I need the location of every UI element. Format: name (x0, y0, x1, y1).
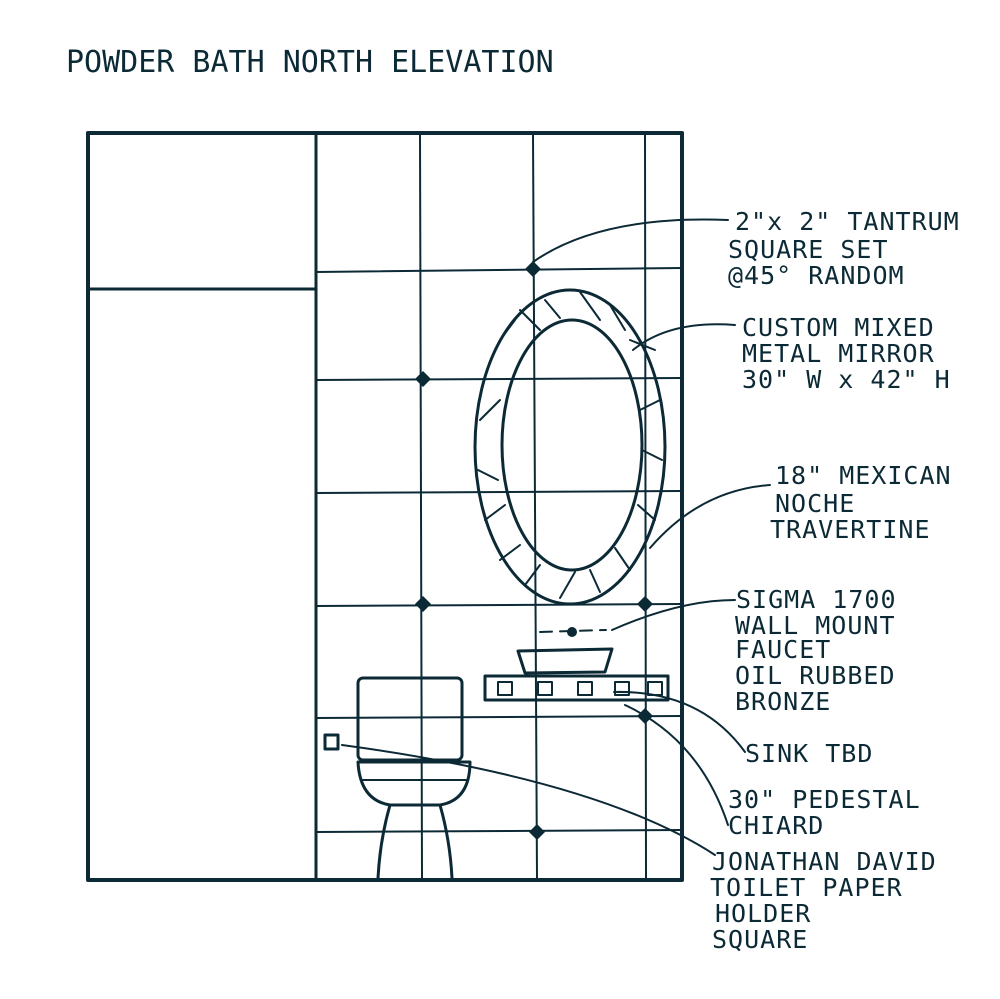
wall-faucet (539, 627, 607, 637)
wall-outline (86, 131, 684, 882)
toilet-paper-holder (323, 733, 340, 751)
annotation-travertine: 18" MEXICAN NOCHE TRAVERTINE (770, 461, 952, 544)
annotation-tile: 2"x 2" TANTRUM SQUARE SET @45° RANDOM (728, 207, 960, 290)
annotation-line: WALL MOUNT (735, 611, 896, 640)
diamond (415, 596, 431, 612)
annotation-faucet: SIGMA 1700 WALL MOUNT FAUCET OIL RUBBED … (735, 585, 897, 716)
annotation-line: SIGMA 1700 (736, 585, 897, 614)
annotation-line: BRONZE (735, 687, 831, 716)
annotation-line: CUSTOM MIXED (742, 313, 935, 342)
diamond (637, 596, 653, 612)
annotation-line: SQUARE SET (728, 235, 889, 264)
travertine-tile-grid (315, 134, 683, 879)
annotation-sink: SINK TBD (745, 739, 873, 768)
annotation-line: TRAVERTINE (770, 515, 931, 544)
annotation-pedestal: 30" PEDESTAL CHIARD (728, 785, 921, 840)
annotation-line: 30" W x 42" H (742, 365, 951, 394)
annotation-line: TOILET PAPER (710, 873, 903, 902)
diamond (529, 824, 545, 840)
annotation-line: 30" PEDESTAL (728, 785, 921, 814)
toilet (356, 676, 472, 880)
annotation-line: SINK TBD (745, 739, 873, 768)
pedestal-console (483, 674, 670, 702)
sink (516, 647, 614, 675)
annotation-tp-holder: JONATHAN DAVID TOILET PAPER HOLDER SQUAR… (710, 847, 937, 954)
annotation-line: OIL RUBBED (735, 661, 896, 690)
annotation-line: NOCHE (775, 489, 855, 518)
diamond (525, 261, 541, 277)
annotation-line: 2"x 2" TANTRUM (735, 207, 960, 236)
annotation-line: FAUCET (735, 635, 831, 664)
annotation-line: CHIARD (728, 811, 824, 840)
annotation-line: HOLDER (715, 899, 811, 928)
diamond (415, 371, 431, 387)
annotation-line: SQUARE (712, 925, 808, 954)
leader-lines (341, 218, 771, 856)
annotation-line: JONATHAN DAVID (712, 847, 937, 876)
annotation-line: @45° RANDOM (728, 261, 905, 290)
mirror (473, 288, 667, 606)
annotation-line: 18" MEXICAN (775, 461, 952, 490)
drawing-title: POWDER BATH NORTH ELEVATION (66, 45, 554, 80)
annotation-mirror: CUSTOM MIXED METAL MIRROR 30" W x 42" H (742, 313, 951, 394)
accent-diamonds (415, 261, 653, 840)
annotation-line: METAL MIRROR (742, 339, 935, 368)
